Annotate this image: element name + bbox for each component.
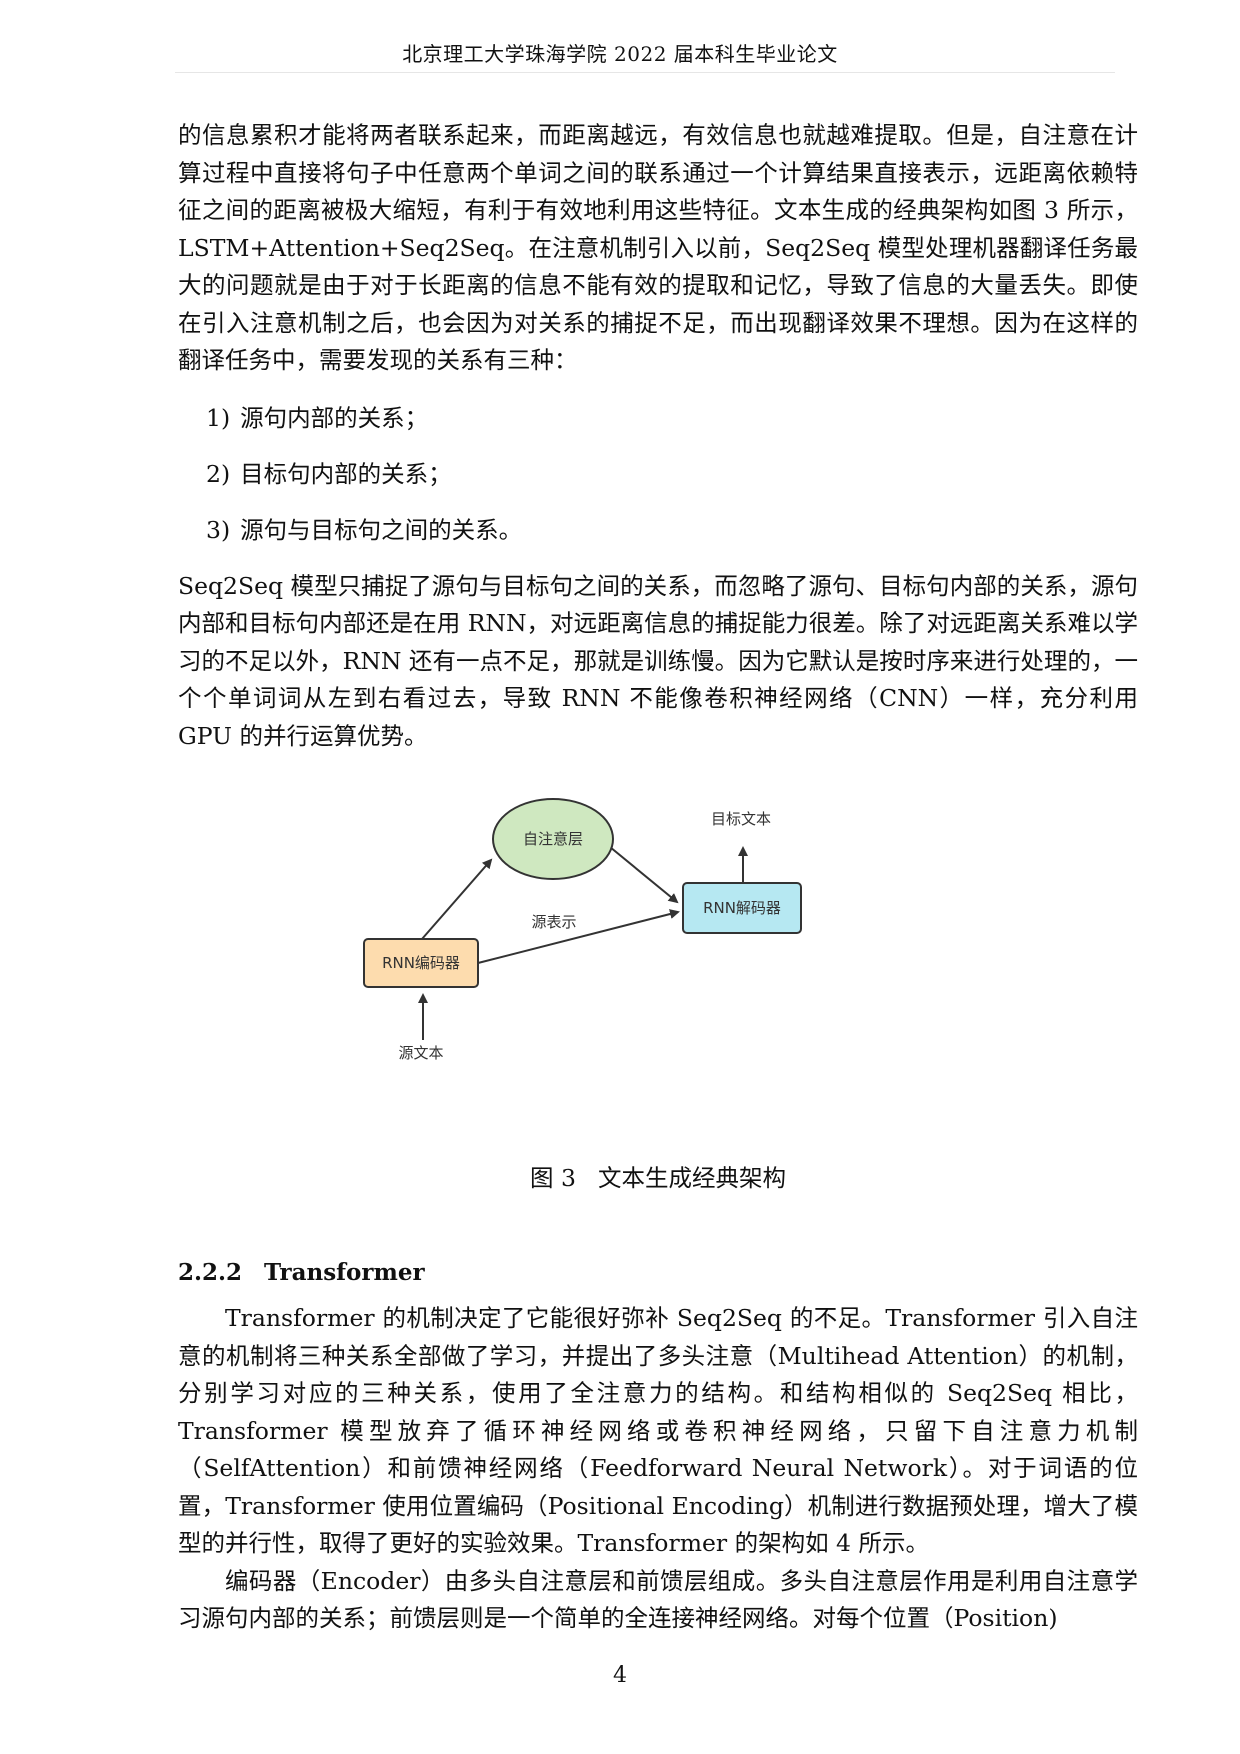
arrow-attention-to-decoder — [609, 846, 679, 904]
list-item: 1) 源句内部的关系； — [178, 390, 1138, 446]
list-item-text: 源句与目标句之间的关系。 — [240, 515, 523, 544]
source-text-label: 源文本 — [398, 1044, 443, 1062]
arrow-encoder-to-decoder — [477, 909, 680, 964]
list-item-text: 目标句内部的关系； — [240, 459, 452, 488]
section-number: 2.2.2 — [178, 1259, 243, 1286]
section-heading: 2.2.2 Transformer — [178, 1259, 1138, 1286]
architecture-figure: 自注意层 RNN编码器 RNN解码器 目标文本 源表示 源文本 — [178, 795, 1138, 1125]
decoder-label: RNN解码器 — [703, 899, 781, 917]
list-item-number: 3) — [206, 515, 231, 544]
list-item: 3) 源句与目标句之间的关系。 — [178, 502, 1138, 558]
list-item-text: 源句内部的关系； — [240, 403, 429, 432]
figure-caption-text: 文本生成经典架构 — [597, 1164, 786, 1192]
attention-layer-node — [492, 798, 614, 880]
attention-layer-label: 自注意层 — [523, 830, 583, 848]
figure-caption-number: 图 3 — [530, 1164, 576, 1192]
page-number: 4 — [613, 1663, 627, 1688]
body-paragraph-1: 的信息累积才能将两者联系起来，而距离越远，有效信息也就越难提取。但是，自注意在计… — [178, 121, 1138, 374]
body-paragraph-3: Transformer 的机制决定了它能很好弥补 Seq2Seq 的不足。Tra… — [178, 1304, 1138, 1557]
body-paragraph-2: Seq2Seq 模型只捕捉了源句与目标句之间的关系，而忽略了源句、目标句内部的关… — [178, 571, 1138, 750]
header-divider — [175, 72, 1115, 73]
arrow-encoder-to-attention — [421, 858, 493, 940]
page-body: 的信息累积才能将两者联系起来，而距离越远，有效信息也就越难提取。但是，自注意在计… — [178, 117, 1138, 1638]
encoder-node — [363, 938, 479, 988]
target-text-label: 目标文本 — [711, 810, 771, 828]
list-item-number: 1) — [206, 403, 231, 432]
list-item: 2) 目标句内部的关系； — [178, 446, 1138, 502]
page-header: 北京理工大学珠海学院 2022 届本科生毕业论文 — [402, 42, 838, 66]
source-representation-label: 源表示 — [531, 913, 576, 931]
architecture-diagram: 自注意层 RNN编码器 RNN解码器 目标文本 源表示 源文本 — [363, 798, 802, 1062]
decoder-node — [682, 882, 802, 934]
list-item-number: 2) — [206, 459, 231, 488]
section-title: Transformer — [264, 1259, 425, 1286]
body-paragraph-4: 编码器（Encoder）由多头自注意层和前馈层组成。多头自注意层作用是利用自注意… — [178, 1566, 1138, 1633]
encoder-label: RNN编码器 — [382, 954, 460, 972]
relation-list: 1) 源句内部的关系； 2) 目标句内部的关系； 3) 源句与目标句之间的关系。 — [178, 390, 1138, 558]
figure-caption: 图 3 文本生成经典架构 — [178, 1159, 1138, 1193]
